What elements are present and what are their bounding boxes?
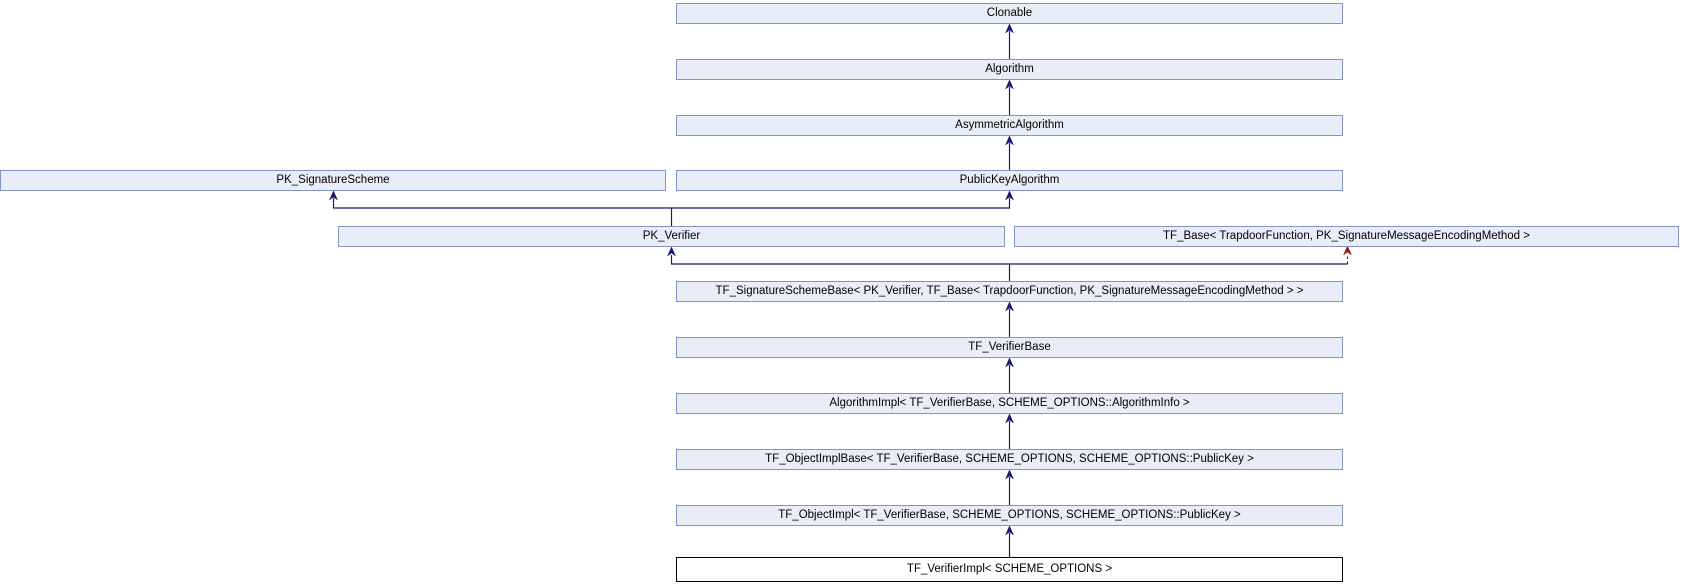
- edge-tfverifierimpl-to-tfobjectimpl: [1004, 525, 1015, 557]
- class-node-tfobjectimplbase[interactable]: TF_ObjectImplBase< TF_VerifierBase, SCHE…: [676, 449, 1343, 470]
- edge-pkverifier-to-pksignaturescheme: [328, 190, 673, 226]
- edge-algorithm-to-clonable: [1004, 23, 1015, 59]
- class-node-tfobjectimpl[interactable]: TF_ObjectImpl< TF_VerifierBase, SCHEME_O…: [676, 505, 1343, 526]
- class-node-label: TF_ObjectImplBase< TF_VerifierBase, SCHE…: [765, 452, 1254, 465]
- class-node-label: TF_VerifierBase: [968, 340, 1051, 353]
- edge-algorithmimpl-to-tfverifierbase: [1004, 357, 1015, 393]
- class-node-tfverifierimpl-current: TF_VerifierImpl< SCHEME_OPTIONS >: [676, 557, 1343, 582]
- class-node-label: PK_Verifier: [642, 229, 701, 242]
- edge-publickeyalgorithm-to-asymmetricalgorithm: [1004, 135, 1015, 170]
- edge-tfsignatureschemebase-to-tfbase: [1009, 245, 1353, 265]
- edge-tfverifierbase-to-tfsignatureschemebase: [1004, 301, 1015, 337]
- class-node-publickeyalgorithm[interactable]: PublicKeyAlgorithm: [676, 170, 1343, 191]
- class-node-label: TF_VerifierImpl< SCHEME_OPTIONS >: [906, 562, 1113, 575]
- class-node-tfbase[interactable]: TF_Base< TrapdoorFunction, PK_SignatureM…: [1014, 226, 1679, 247]
- class-node-label: AlgorithmImpl< TF_VerifierBase, SCHEME_O…: [829, 396, 1190, 409]
- class-node-label: Algorithm: [985, 62, 1034, 75]
- class-node-label: TF_Base< TrapdoorFunction, PK_SignatureM…: [1163, 229, 1530, 242]
- edge-tfobjectimplbase-to-algorithmimpl: [1004, 413, 1015, 449]
- class-node-clonable[interactable]: Clonable: [676, 3, 1343, 24]
- class-node-asymmetricalgorithm[interactable]: AsymmetricAlgorithm: [676, 115, 1343, 136]
- class-node-label: Clonable: [986, 6, 1033, 19]
- edge-asymmetricalgorithm-to-algorithm: [1004, 79, 1015, 115]
- class-node-tfverifierbase[interactable]: TF_VerifierBase: [676, 337, 1343, 358]
- class-node-pkverifier[interactable]: PK_Verifier: [338, 226, 1005, 247]
- class-node-label: TF_SignatureSchemeBase< PK_Verifier, TF_…: [715, 284, 1304, 297]
- class-node-pksignaturescheme[interactable]: PK_SignatureScheme: [0, 170, 666, 191]
- class-node-label: PublicKeyAlgorithm: [959, 173, 1060, 186]
- edge-tfsignatureschemebase-to-pkverifier: [666, 246, 1011, 281]
- class-node-tfsignatureschemebase[interactable]: TF_SignatureSchemeBase< PK_Verifier, TF_…: [676, 281, 1343, 302]
- class-node-label: AsymmetricAlgorithm: [955, 118, 1064, 131]
- edge-pkverifier-to-publickeyalgorithm: [671, 190, 1015, 209]
- edge-tfobjectimpl-to-tfobjectimplbase: [1004, 469, 1015, 505]
- class-node-label: TF_ObjectImpl< TF_VerifierBase, SCHEME_O…: [778, 508, 1241, 521]
- class-node-algorithmimpl[interactable]: AlgorithmImpl< TF_VerifierBase, SCHEME_O…: [676, 393, 1343, 414]
- class-node-label: PK_SignatureScheme: [276, 173, 390, 186]
- class-node-algorithm[interactable]: Algorithm: [676, 59, 1343, 80]
